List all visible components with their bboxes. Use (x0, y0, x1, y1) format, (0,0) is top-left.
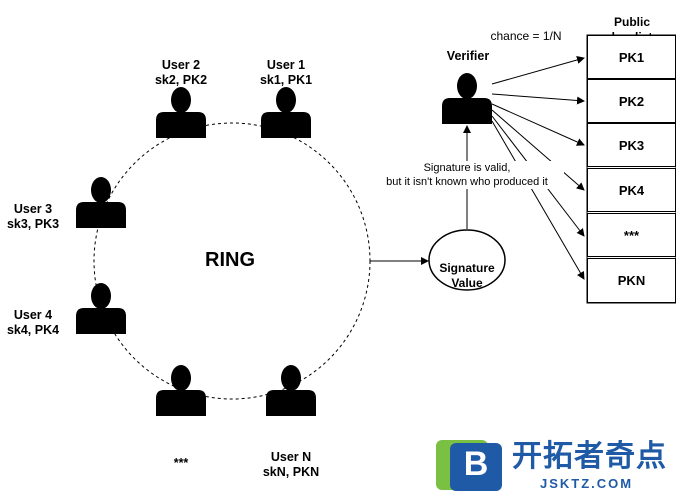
verifier-icon (442, 73, 492, 124)
pk-cell-2: PK2 (587, 79, 676, 123)
user-ellipsis-icon (156, 365, 206, 416)
user-3-icon (76, 177, 126, 228)
signature-value-node (428, 229, 506, 291)
chance-label: chance = 1/N (490, 29, 562, 43)
watermark-brand: 开拓者奇点 (512, 440, 667, 473)
user-n-icon (266, 365, 316, 416)
watermark-logo-icon (436, 440, 502, 491)
pk-cell-ellipsis: *** (587, 213, 676, 257)
pk-cell-3: PK3 (587, 123, 676, 167)
validity-note: Signature is valid,but it isn't known wh… (370, 161, 564, 189)
verifier-label: Verifier (446, 49, 490, 63)
watermark-icon-letter: B (463, 445, 489, 483)
ring-label: RING (205, 249, 255, 271)
pk-cell-1: PK1 (587, 35, 676, 79)
pk-cell-4: PK4 (587, 168, 676, 212)
user-ellipsis-label: *** (173, 456, 189, 470)
watermark-url: JSKTZ.COM (540, 476, 634, 491)
pk-cell-n: PKN (587, 258, 676, 303)
user-4-icon (76, 283, 126, 334)
